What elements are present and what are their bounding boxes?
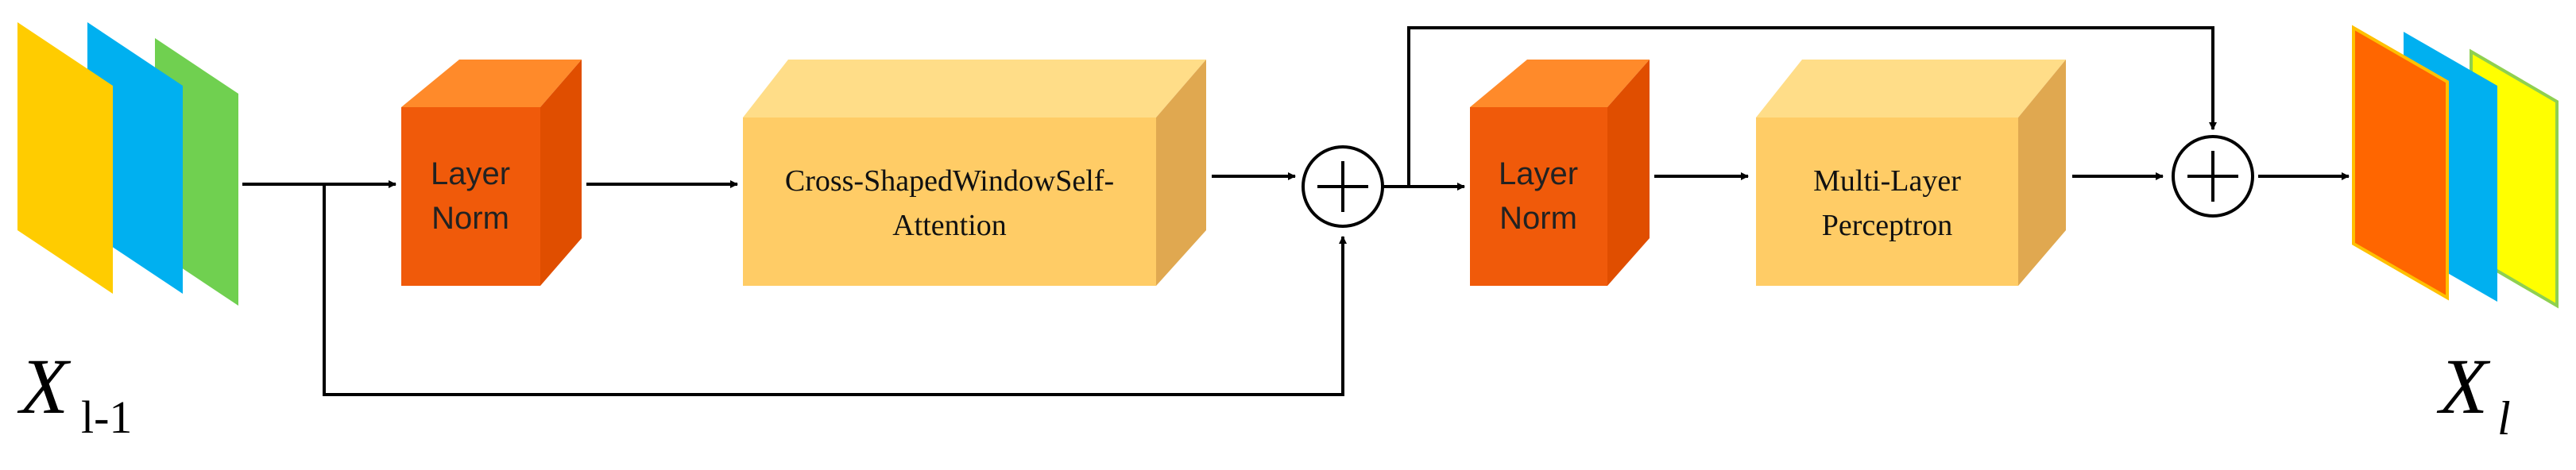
layer-norm-2-label-line1: Layer	[1499, 156, 1578, 191]
layer-norm-1-top	[401, 60, 582, 107]
layer-norm-block-1: Layer Norm	[401, 60, 582, 286]
layer-norm-2-label-line2: Norm	[1499, 201, 1577, 236]
output-feature-maps	[2352, 25, 2559, 309]
attention-block: Cross-ShapedWindowSelf- Attention	[743, 60, 1206, 286]
attention-label-line2: Attention	[892, 209, 1007, 242]
connectors	[242, 26, 2350, 396]
input-label-sub: l-1	[81, 391, 132, 443]
add-operator-2	[2172, 135, 2254, 218]
residual-connection-1	[323, 184, 1347, 396]
layer-norm-1-label-line2: Norm	[431, 201, 509, 236]
output-map-orange	[2352, 25, 2449, 301]
input-feature-maps	[17, 22, 238, 306]
add-operator-1	[1302, 145, 1384, 228]
mlp-side	[2018, 60, 2066, 286]
output-label: X l	[2436, 342, 2511, 445]
layer-norm-1-side	[540, 60, 582, 286]
residual-connection-2	[1407, 26, 2217, 187]
layer-norm-block-2: Layer Norm	[1470, 60, 1650, 286]
mlp-label-line2: Perceptron	[1822, 209, 1953, 242]
input-map-yellow	[17, 22, 113, 294]
layer-norm-2-side	[1607, 60, 1650, 286]
attention-side	[1156, 60, 1206, 286]
layer-norm-2-front	[1470, 107, 1607, 286]
attention-label-line1: Cross-ShapedWindowSelf-	[785, 164, 1114, 198]
output-label-main: X	[2436, 342, 2491, 430]
layer-norm-1-front	[401, 107, 540, 286]
input-label-main: X	[17, 342, 72, 430]
input-label: X l-1	[17, 342, 132, 443]
mlp-front	[1756, 118, 2018, 286]
mlp-block: Multi-Layer Perceptron	[1756, 60, 2066, 286]
attention-front	[743, 118, 1156, 286]
attention-top	[743, 60, 1206, 118]
mlp-label-line1: Multi-Layer	[1813, 164, 1961, 198]
output-label-sub: l	[2497, 392, 2511, 445]
mlp-top	[1756, 60, 2066, 118]
layer-norm-2-top	[1470, 60, 1650, 107]
layer-norm-1-label-line1: Layer	[431, 156, 510, 191]
